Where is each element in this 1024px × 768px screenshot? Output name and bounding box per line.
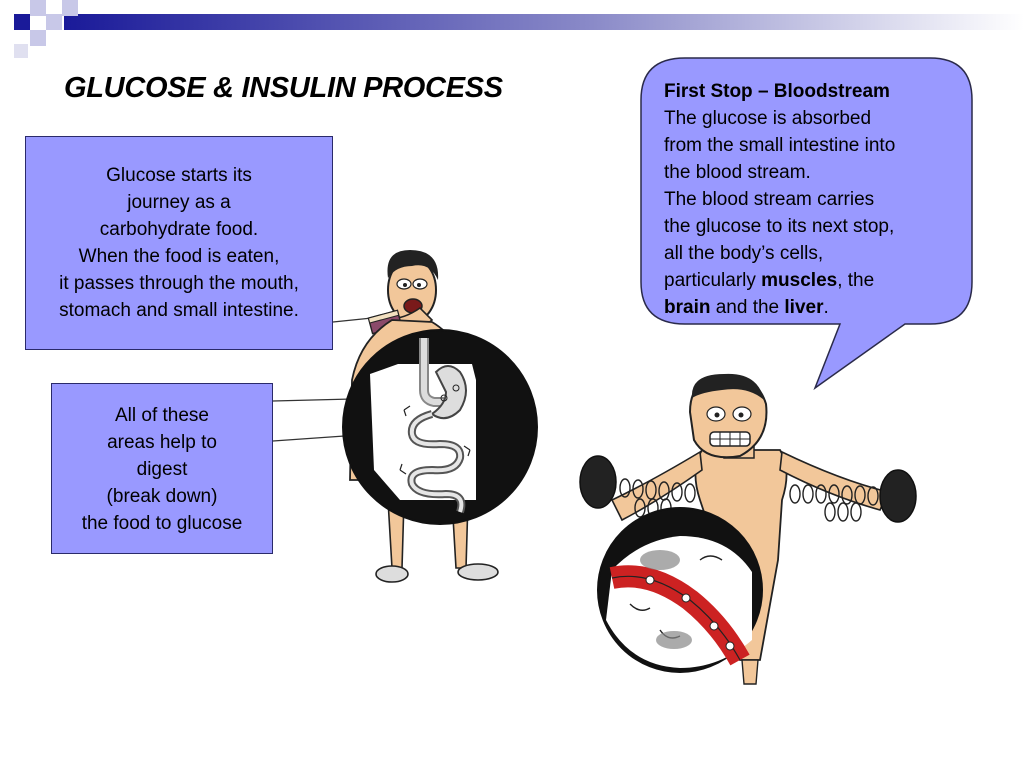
box-line: When the food is eaten, (78, 246, 280, 267)
header-square (14, 44, 28, 58)
box-line: (break down) (106, 486, 218, 507)
box-line: carbohydrate food. (99, 219, 259, 240)
header-gradient-bar (64, 14, 1024, 30)
callout-line: the blood stream. (664, 162, 811, 183)
header-square (46, 14, 62, 30)
callout-keyword-brain: brain (664, 297, 711, 318)
header-square (62, 0, 78, 16)
callout-line: brain and the liver. (664, 294, 964, 321)
callout-line: The blood stream carries (664, 189, 875, 210)
box-line: areas help to (107, 432, 217, 453)
digestion-man-illustration (342, 250, 538, 583)
speech-bubble (640, 57, 973, 391)
callout-line: The glucose is absorbed (664, 108, 872, 129)
header-decoration (14, 0, 1024, 58)
box-line: it passes through the mouth, (59, 273, 299, 294)
digestion-box: All of these areas help to digest (break… (51, 383, 273, 554)
box-line: All of these (115, 405, 209, 426)
callout-heading: First Stop – Bloodstream (664, 81, 890, 102)
header-square (30, 30, 46, 46)
slide-title: GLUCOSE & INSULIN PROCESS (64, 72, 503, 104)
glucose-journey-box: Glucose starts its journey as a carbohyd… (25, 136, 333, 350)
box-line: digest (136, 459, 188, 480)
callout-text: . (823, 297, 829, 318)
callout-text: , the (837, 270, 875, 291)
callout-text: and the (710, 297, 785, 318)
leader-line (332, 317, 373, 323)
callout-line: all the body’s cells, (664, 243, 824, 264)
header-square (30, 0, 46, 16)
box-line: stomach and small intestine. (59, 300, 299, 321)
header-square (14, 14, 30, 30)
box-line: Glucose starts its (106, 165, 252, 186)
callout-keyword-muscles: muscles (761, 270, 838, 291)
callout-line: from the small intestine into (664, 135, 896, 156)
callout-line: the glucose to its next stop, (664, 216, 895, 237)
box-line: the food to glucose (81, 513, 243, 534)
callout-keyword-liver: liver (784, 297, 824, 318)
callout-text: particularly (664, 270, 762, 291)
box-line: journey as a (127, 192, 231, 213)
callout-line: particularly muscles, the (664, 267, 964, 294)
bloodstream-man-illustration (579, 373, 917, 685)
bloodstream-callout: First Stop – Bloodstream The glucose is … (664, 78, 964, 321)
